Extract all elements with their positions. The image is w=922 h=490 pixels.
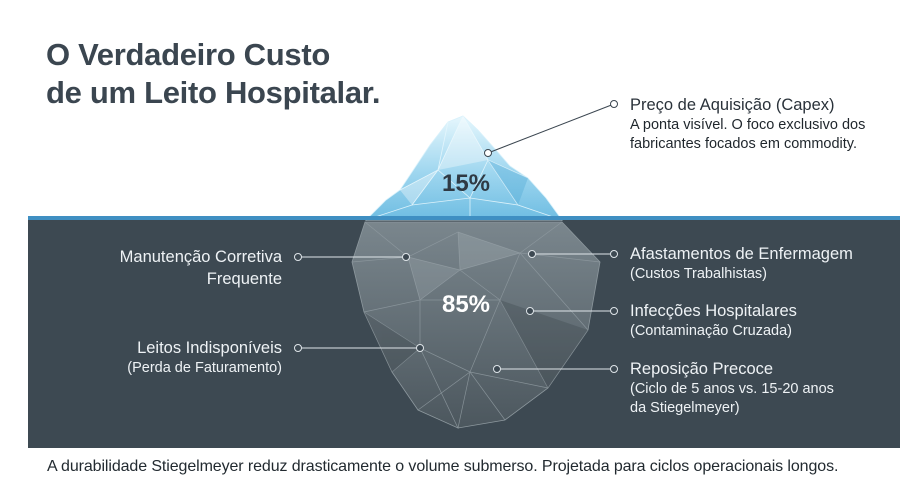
callout-reposicao-line-1: Reposição Precoce <box>630 360 774 378</box>
callout-capex-desc-1: A ponta visível. O foco exclusivo dos <box>630 117 866 133</box>
callout-afastamentos-line-2: (Custos Trabalhistas) <box>630 266 767 282</box>
callout-reposicao-line-2: (Ciclo de 5 anos vs. 15-20 anos <box>630 381 834 397</box>
callout-capex: Preço de Aquisição (Capex) A ponta visív… <box>630 94 865 154</box>
callout-connectors <box>294 100 618 373</box>
callout-afastamentos: Afastamentos de Enfermagem (Custos Traba… <box>630 243 853 284</box>
callout-afastamentos-line-1: Afastamentos de Enfermagem <box>630 245 853 263</box>
callout-capex-title: Preço de Aquisição (Capex) <box>630 96 835 114</box>
callout-infeccoes: Infecções Hospitalares (Contaminação Cru… <box>630 300 797 341</box>
tip-percentage: 15% <box>441 170 491 197</box>
submerged-percentage: 85% <box>441 291 491 318</box>
title-line-2: de um Leito Hospitalar. <box>46 75 381 110</box>
callout-manutencao-line-1: Manutenção Corretiva <box>119 248 282 266</box>
callout-infeccoes-line-2: (Contaminação Cruzada) <box>630 323 792 339</box>
title-line-1: O Verdadeiro Custo <box>46 37 330 72</box>
iceberg-submerged <box>351 221 601 430</box>
callout-reposicao-line-3: da Stiegelmeyer) <box>630 400 740 416</box>
footer-caption: A durabilidade Stiegelmeyer reduz drasti… <box>47 458 839 475</box>
waterline <box>28 216 900 220</box>
callout-manutencao-line-2: Frequente <box>206 270 282 288</box>
iceberg-tip <box>365 115 563 221</box>
callout-manutencao: Manutenção Corretiva Frequente <box>120 246 282 290</box>
callout-reposicao: Reposição Precoce (Ciclo de 5 anos vs. 1… <box>630 358 834 418</box>
callout-leitos-line-1: Leitos Indisponíveis <box>137 339 282 357</box>
callout-leitos-line-2: (Perda de Faturamento) <box>127 360 282 376</box>
callout-capex-desc-2: fabricantes focados em commodity. <box>630 136 857 152</box>
callout-leitos: Leitos Indisponíveis (Perda de Faturamen… <box>127 337 282 378</box>
callout-infeccoes-line-1: Infecções Hospitalares <box>630 302 797 320</box>
page-title: O Verdadeiro Custo de um Leito Hospitala… <box>46 36 380 112</box>
